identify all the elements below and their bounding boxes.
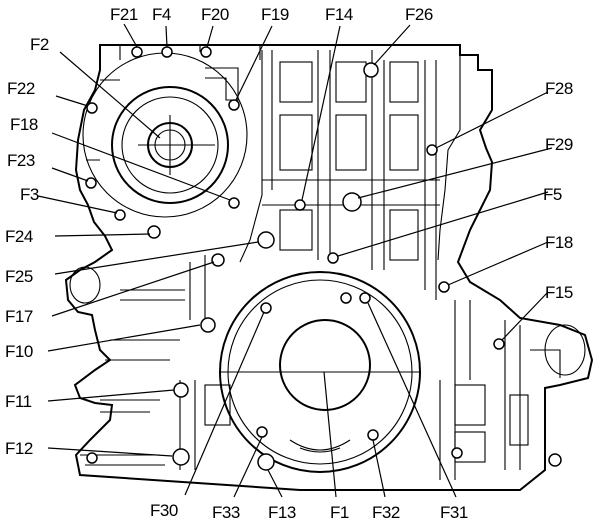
label-f1: F1: [330, 503, 349, 522]
label-f10: F10: [5, 342, 33, 361]
label-f18-upper: F18: [10, 115, 38, 134]
label-f29: F29: [545, 135, 573, 154]
label-f30: F30: [150, 501, 178, 520]
label-f21: F21: [110, 5, 138, 24]
label-f2: F2: [30, 35, 49, 54]
upper-circular-boss: [82, 52, 248, 218]
callout-labels: F21 F4 F20 F19 F14 F26 F2 F22 F28 F18 F2…: [5, 5, 573, 522]
label-f12: F12: [5, 439, 33, 458]
label-f24: F24: [5, 227, 33, 246]
label-f17: F17: [5, 307, 33, 326]
bolt-holes: [85, 46, 562, 471]
label-f15: F15: [545, 283, 573, 302]
label-f26: F26: [405, 5, 433, 24]
label-f25: F25: [5, 267, 33, 286]
label-f14: F14: [325, 5, 353, 24]
label-f4: F4: [152, 5, 171, 24]
label-f18-lower: F18: [545, 233, 573, 252]
label-f31: F31: [440, 503, 468, 522]
label-f20: F20: [201, 5, 229, 24]
label-f13: F13: [268, 503, 296, 522]
label-f19: F19: [261, 5, 289, 24]
label-f23: F23: [7, 151, 35, 170]
label-f33: F33: [212, 503, 240, 522]
leader-lines: [37, 23, 553, 498]
label-f28: F28: [545, 79, 573, 98]
label-f32: F32: [372, 503, 400, 522]
main-bore: [219, 271, 421, 473]
internal-ribs: [69, 50, 586, 480]
label-f3: F3: [20, 185, 39, 204]
block-outline: [64, 44, 594, 491]
label-f5: F5: [543, 185, 562, 204]
label-f11: F11: [5, 392, 32, 411]
label-f22: F22: [7, 79, 35, 98]
